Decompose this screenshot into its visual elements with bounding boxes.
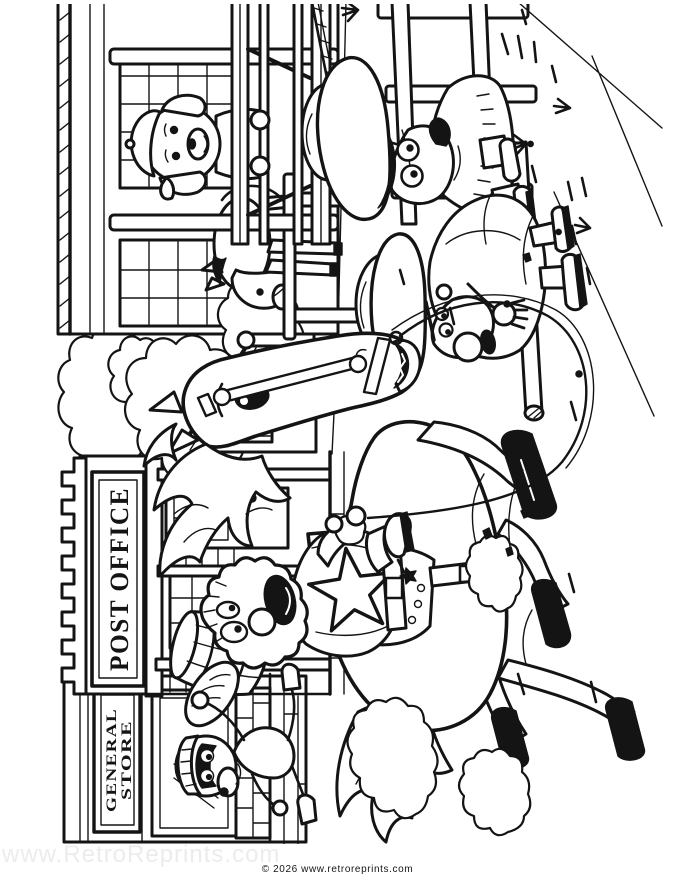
sheriff-star-badge: [307, 546, 394, 633]
watermark: www.RetroReprints.com: [2, 841, 281, 868]
hoof: [530, 578, 572, 649]
general-store-sign-line1: GENERAL: [104, 708, 120, 812]
hat-brim: [315, 56, 392, 221]
dog-cap: [129, 109, 162, 178]
horse-and-rider: [142, 294, 646, 844]
dog-paw: [249, 109, 271, 131]
rider-fist: [345, 505, 367, 527]
dust-and-ground: [346, 4, 663, 837]
general-store-sign-line2: STORE: [119, 720, 135, 800]
coloring-illustration: GENERAL STORE POST OFFICE: [56, 4, 664, 844]
coonskin-tail: [184, 660, 240, 728]
running-kid: [174, 638, 318, 826]
hoof: [605, 697, 646, 761]
rider-nose: [247, 607, 277, 637]
post-office-sign: [90, 470, 146, 688]
dog-paw: [249, 155, 271, 177]
hoof: [500, 429, 557, 520]
nose: [452, 331, 484, 363]
kid-body: [232, 726, 296, 780]
newel-knob: [236, 330, 256, 350]
walking-woman: [300, 32, 539, 243]
horse-mane: [152, 442, 292, 578]
spur-rowel: [399, 567, 417, 585]
rider-fist: [324, 514, 344, 534]
parapet: [60, 456, 88, 696]
copyright-text: © 2026 www.retroreprints.com: [261, 864, 414, 875]
post-office-sign-text: POST OFFICE: [105, 487, 134, 671]
walking-man: [354, 176, 592, 385]
hand: [491, 301, 517, 327]
